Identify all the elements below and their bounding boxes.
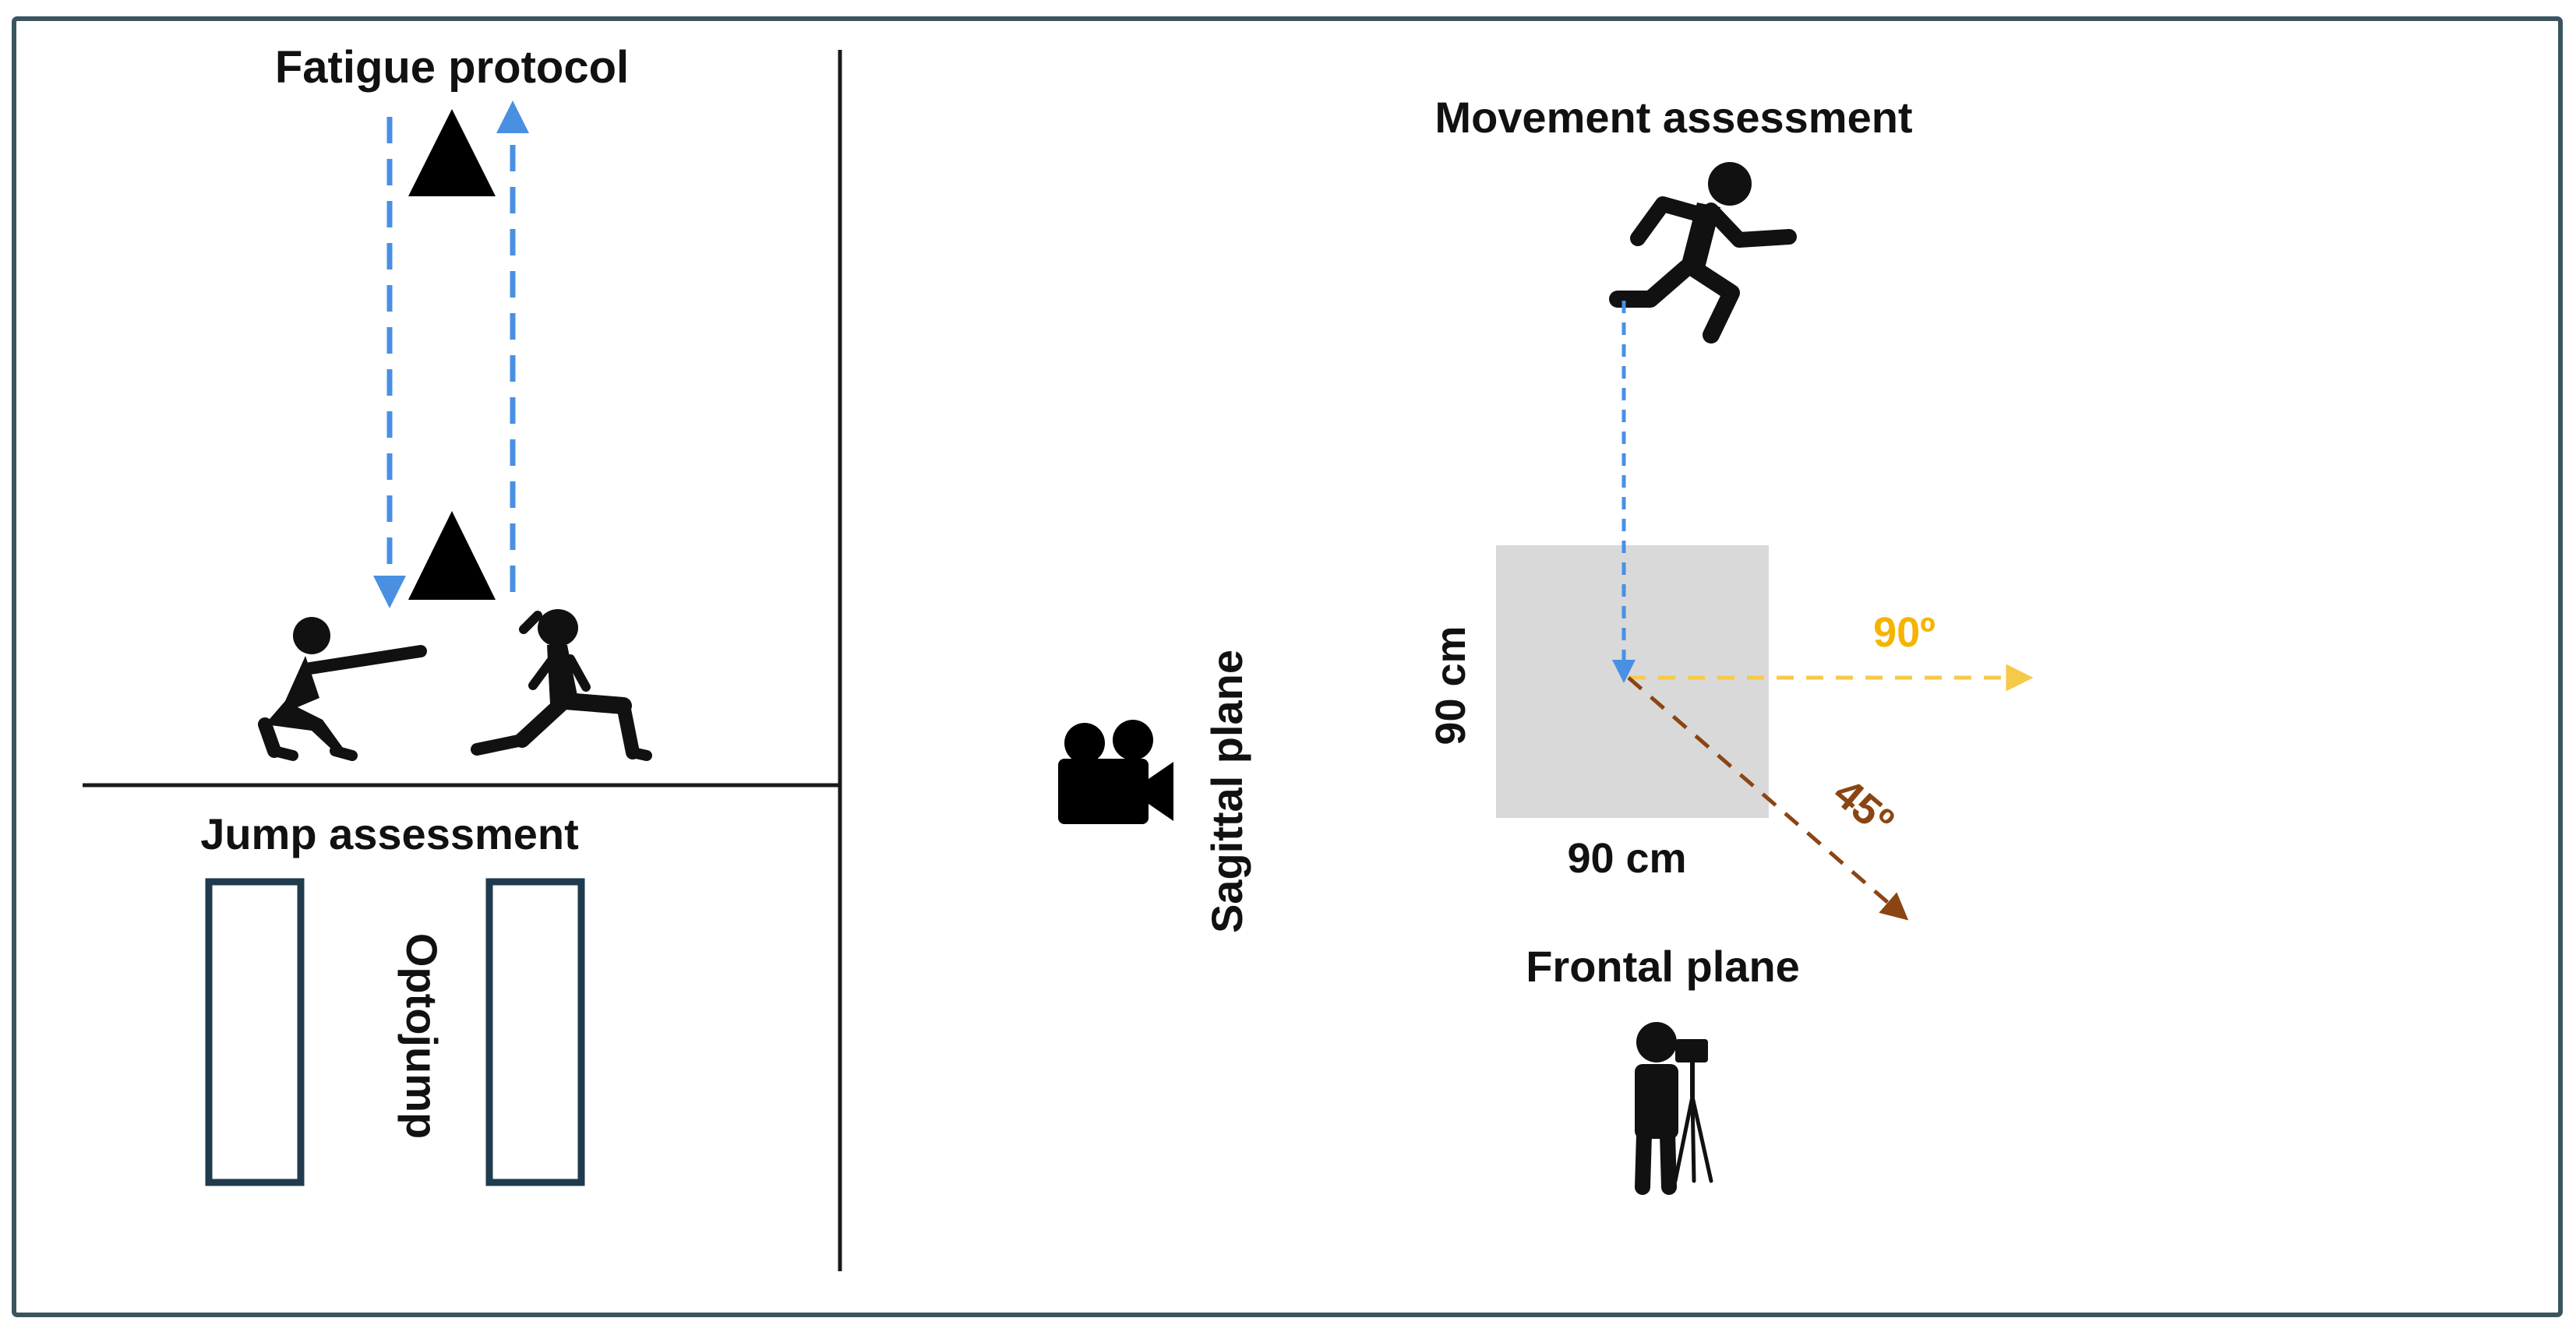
- square-side-bottom-label: 90 cm: [1567, 835, 1686, 882]
- fatigue-protocol-title: Fatigue protocol: [275, 42, 629, 93]
- cone-icon-bottom: [408, 511, 496, 600]
- optojump-bar-right: [485, 878, 585, 1186]
- video-camera-icon: [1058, 720, 1173, 824]
- frontal-plane-label: Frontal plane: [1526, 942, 1800, 991]
- cone-icon-top: [408, 109, 496, 196]
- jump-assessment-title: Jump assessment: [200, 809, 579, 858]
- movement-assessment-title: Movement assessment: [1434, 93, 1912, 142]
- optojump-bar-left: [205, 878, 305, 1186]
- optojump-label: Optojump: [397, 933, 446, 1139]
- outer-frame: [12, 16, 2563, 1317]
- camera-on-tripod-operator-icon: [1635, 1022, 1713, 1195]
- arrow-45-degrees: [1627, 676, 1909, 921]
- lunging-athlete-icon: [471, 609, 652, 761]
- angle-90-label: 90º: [1873, 609, 1936, 656]
- sagittal-plane-label: Sagittal plane: [1202, 650, 1251, 933]
- running-person-icon: [1609, 162, 1797, 344]
- square-side-left-label: 90 cm: [1427, 625, 1474, 745]
- squatting-athlete-icon: [258, 617, 427, 761]
